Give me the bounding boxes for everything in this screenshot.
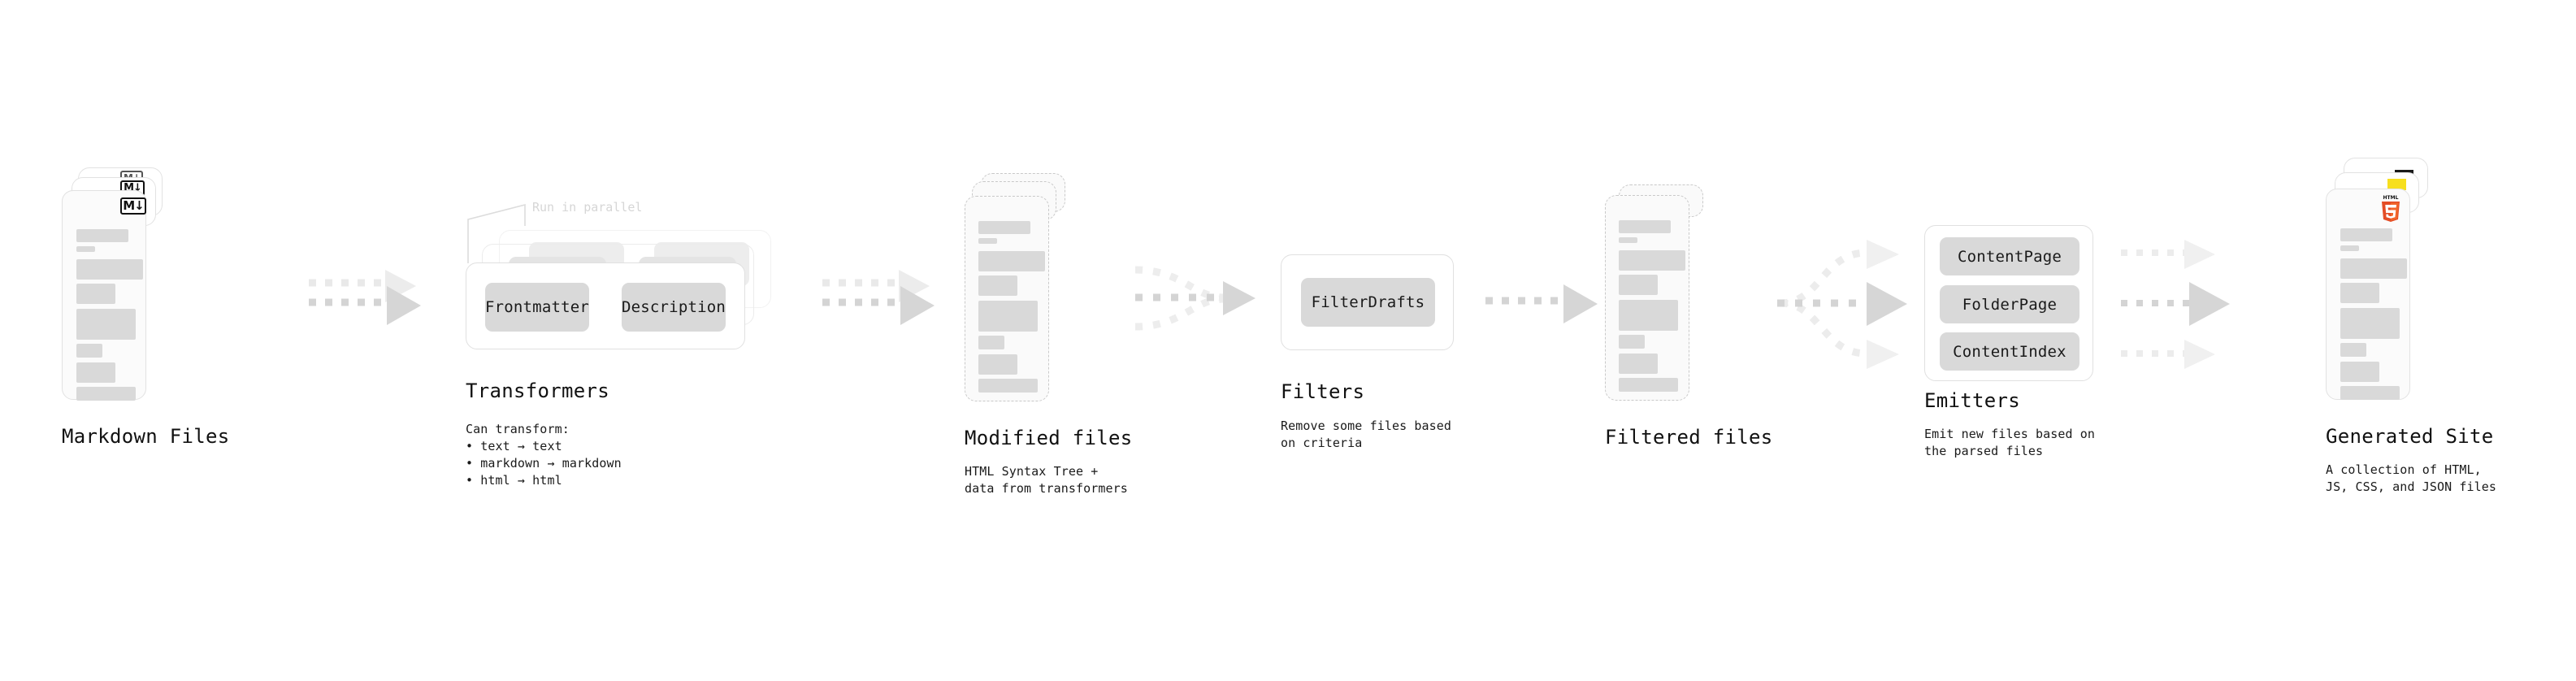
parallel-bracket xyxy=(467,203,526,263)
generated-site-description: A collection of HTML, JS, CSS, and JSON … xyxy=(2326,462,2497,494)
skeleton-line xyxy=(1619,220,1671,233)
skeleton-line xyxy=(1619,354,1658,374)
skeleton-line xyxy=(978,275,1017,296)
stage-title-modified-files: Modified files xyxy=(965,427,1133,449)
stage-title-filters: Filters xyxy=(1281,380,1365,403)
skeleton-line xyxy=(978,251,1045,271)
run-in-parallel-label: Run in parallel xyxy=(532,200,643,215)
skeleton-line xyxy=(2340,308,2400,339)
stage-title-markdown-files: Markdown Files xyxy=(62,425,230,448)
skeleton-line xyxy=(1619,250,1685,271)
skeleton-line xyxy=(1619,335,1645,349)
javascript-icon xyxy=(2387,179,2406,190)
filtered-card-front xyxy=(1605,195,1689,401)
skeleton-line xyxy=(2340,362,2379,382)
transformers-description: Can transform: • text → text • markdown … xyxy=(466,422,622,488)
stage-title-generated-site: Generated Site xyxy=(2326,425,2494,448)
skeleton-line xyxy=(2340,228,2392,241)
skeleton-line xyxy=(978,301,1038,332)
generated-card-front xyxy=(2326,189,2410,400)
skeleton-line xyxy=(76,229,128,242)
filter-chip-filterdrafts[interactable]: FilterDrafts xyxy=(1301,278,1435,327)
html5-icon: HTML xyxy=(2379,193,2402,223)
transformer-chip-frontmatter[interactable]: Frontmatter xyxy=(485,283,589,332)
skeleton-line xyxy=(978,354,1017,375)
skeleton-line xyxy=(76,284,115,304)
skeleton-line xyxy=(1619,275,1658,295)
skeleton-line xyxy=(978,221,1030,234)
skeleton-line xyxy=(76,362,115,383)
connector-filtered-to-emitters xyxy=(1777,240,1907,369)
skeleton-line xyxy=(76,344,102,358)
stage-title-transformers: Transformers xyxy=(466,380,609,402)
svg-text:HTML: HTML xyxy=(2383,195,2399,201)
skeleton-line xyxy=(76,246,95,252)
modified-files-description: HTML Syntax Tree + data from transformer… xyxy=(965,464,1128,496)
markdown-card-front xyxy=(62,190,146,401)
connector-filters-to-filtered xyxy=(1485,284,1598,323)
emitters-box: ContentPage FolderPage ContentIndex xyxy=(1924,225,2093,381)
stage-title-filtered-files: Filtered files xyxy=(1605,426,1773,449)
skeleton-line xyxy=(978,379,1038,393)
emitters-description: Emit new files based on the parsed files xyxy=(1924,427,2096,458)
skeleton-line xyxy=(1619,378,1678,392)
skeleton-line xyxy=(2340,386,2400,400)
emitter-chip-contentindex[interactable]: ContentIndex xyxy=(1940,332,2079,371)
skeleton-line xyxy=(1619,237,1637,243)
connector-markdown-to-transformers xyxy=(309,270,421,325)
skeleton-line xyxy=(978,238,997,244)
markdown-icon: M↓ xyxy=(120,197,146,215)
filters-description: Remove some files based on criteria xyxy=(1281,419,1452,450)
transformer-chip-description[interactable]: Description xyxy=(622,283,726,332)
skeleton-line xyxy=(2340,245,2359,251)
skeleton-line xyxy=(1619,300,1678,331)
skeleton-line xyxy=(76,309,136,340)
skeleton-line xyxy=(76,259,143,280)
skeleton-line xyxy=(76,387,136,401)
emitter-chip-folderpage[interactable]: FolderPage xyxy=(1940,285,2079,323)
skeleton-line xyxy=(2340,258,2407,279)
skeleton-line xyxy=(2340,283,2379,303)
connector-transformers-to-modified xyxy=(822,270,935,325)
emitter-chip-contentpage[interactable]: ContentPage xyxy=(1940,237,2079,275)
filters-box: FilterDrafts xyxy=(1281,254,1454,350)
skeleton-line xyxy=(978,336,1004,349)
stage-title-emitters: Emitters xyxy=(1924,389,2020,412)
connector-modified-to-filters xyxy=(1134,266,1255,331)
modified-card-front xyxy=(965,196,1049,401)
skeleton-line xyxy=(2340,343,2366,357)
connector-emitters-to-site xyxy=(2121,240,2230,369)
